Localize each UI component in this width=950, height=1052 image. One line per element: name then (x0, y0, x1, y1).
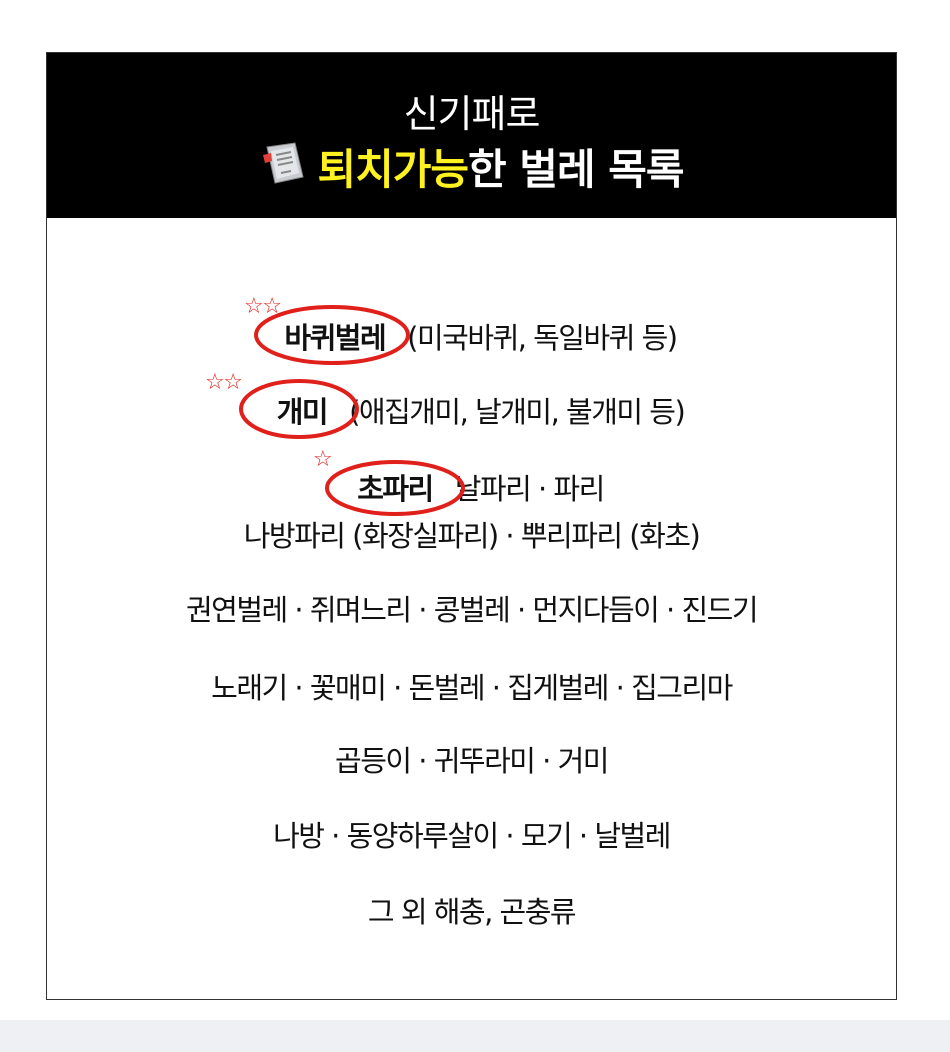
header-subtitle: 신기패로 (403, 92, 541, 136)
header-title: 퇴치가능한 벌레 목록 (47, 136, 896, 197)
red-circle-stars-icon: ☆☆ (244, 294, 411, 365)
bottom-strip (0, 1020, 950, 1052)
svg-text:☆☆: ☆☆ (244, 294, 281, 319)
list-item-cockroach: ☆☆ 바퀴벌레 (미국바퀴, 독일바퀴 등) (47, 294, 896, 365)
list-line: 노래기 · 꽃매미 · 돈벌레 · 집게벌레 · 집그리마 (211, 671, 733, 705)
list-line: 권연벌레 · 쥐며느리 · 콩벌레 · 먼지다듬이 · 진드기 (185, 593, 759, 627)
list-line: 나방 · 동양하루살이 · 모기 · 날벌레 (273, 819, 671, 853)
list-line: 그 외 해충, 곤충류 (367, 895, 577, 929)
title-rest: 한 벌레 목록 (468, 145, 684, 194)
red-circle-stars-icon: ☆☆ (205, 370, 359, 439)
insect-list-card: 신기패로 퇴치가능한 벌레 목록 ☆☆ 바퀴벌레 (미국바퀴, 독일바퀴 등) (46, 52, 897, 1000)
header: 신기패로 퇴치가능한 벌레 목록 (47, 53, 896, 218)
svg-text:☆: ☆ (313, 447, 332, 472)
title-highlight: 퇴치가능 (317, 145, 469, 194)
list-item-ant: ☆☆ 개미 (애집개미, 날개미, 불개미 등) (47, 370, 896, 439)
circled-highlight: ☆☆ 개미 (205, 370, 359, 439)
svg-text:☆☆: ☆☆ (205, 370, 242, 395)
circled-highlight: ☆☆ 바퀴벌레 (244, 294, 411, 365)
list-item-fruitfly: ☆ 초파리 날파리 · 파리 (47, 447, 896, 516)
newspaper-icon (259, 139, 307, 195)
red-circle-stars-icon: ☆ (313, 447, 466, 516)
circled-highlight: ☆ 초파리 (313, 447, 466, 516)
list-line: 곱등이 · 귀뚜라미 · 거미 (335, 744, 609, 778)
list-line: 나방파리 (화장실파리) · 뿌리파리 (화초) (243, 519, 701, 553)
